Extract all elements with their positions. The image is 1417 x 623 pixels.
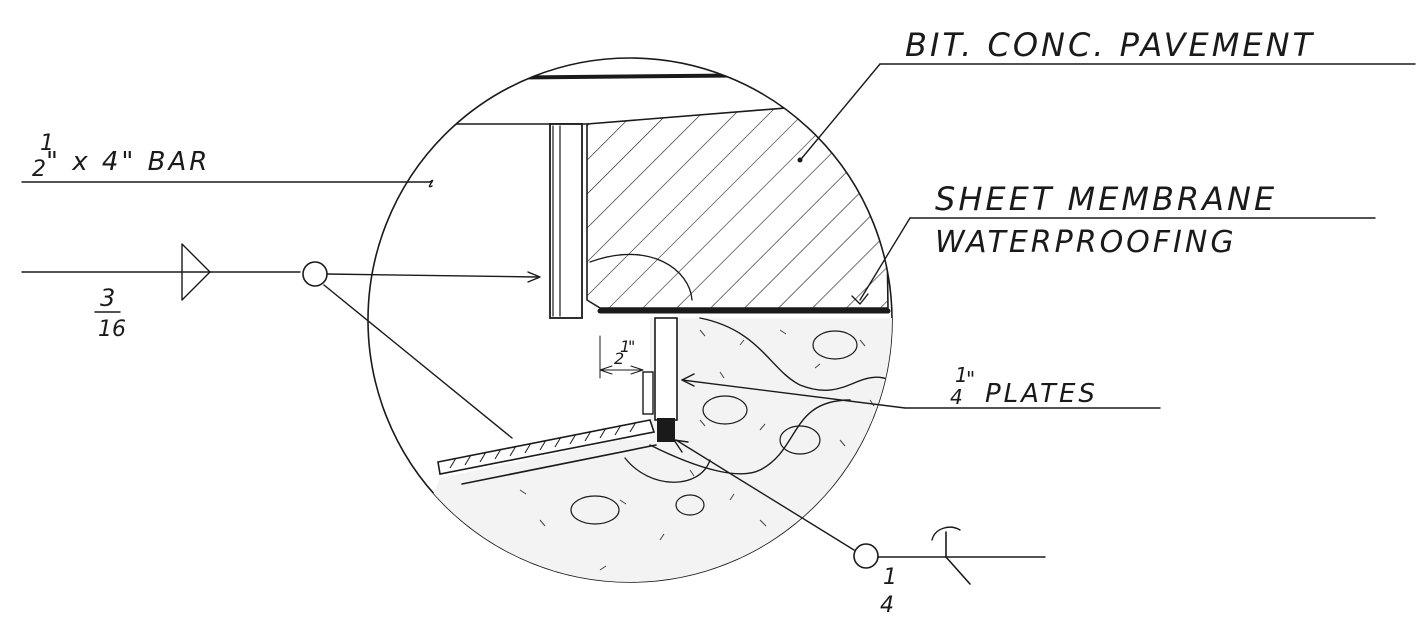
plate-small — [642, 371, 654, 415]
plate-weld — [657, 418, 675, 442]
deck-line — [468, 73, 787, 80]
break-line-2 — [649, 399, 851, 475]
fillet-weld-symbol-right — [945, 531, 971, 585]
label-bit-conc-pavement: BIT. CONC. PAVEMENT — [905, 26, 1315, 64]
vertical-bar — [549, 123, 583, 319]
sloped-plate — [437, 419, 656, 475]
plates-inch-mark: " — [966, 367, 975, 391]
label-plates: PLATES — [985, 379, 1098, 409]
plates-fraction-den: 4 — [950, 385, 963, 409]
bar-fraction-num: 1 — [40, 131, 54, 156]
half-inch-den: 2 — [614, 349, 624, 368]
weld-right-den: 4 — [880, 593, 894, 618]
half-inch-mark: " — [628, 337, 635, 356]
sloped-plate-ticks — [449, 421, 637, 469]
weld-arrow-right — [675, 439, 855, 551]
break-line — [699, 317, 892, 391]
concrete-aggregate — [570, 330, 858, 525]
weld-right-num: 1 — [883, 565, 897, 590]
label-sheet-membrane: SHEET MEMBRANE — [935, 180, 1277, 218]
weld-contour — [931, 526, 961, 541]
pavement-leader — [801, 63, 881, 159]
fillet-weld-symbol-left — [181, 243, 211, 301]
weld-all-around-left — [302, 261, 328, 287]
pavement-area — [587, 100, 888, 308]
weld-all-around-right — [853, 543, 879, 569]
weld-left-den: 16 — [98, 317, 126, 342]
weld-arrow-left — [323, 284, 513, 439]
weld-left-num: 3 — [100, 284, 115, 312]
label-bar: " x 4" BAR — [46, 147, 210, 177]
bar-fraction-den: 2 — [32, 157, 46, 182]
half-inch-num: 1 — [620, 337, 630, 356]
plates-leader — [681, 379, 906, 409]
plate-vertical — [654, 317, 678, 421]
plates-fraction-num: 1 — [955, 363, 968, 387]
membrane-leader — [859, 217, 911, 301]
label-waterproofing: WATERPROOFING — [935, 225, 1237, 260]
